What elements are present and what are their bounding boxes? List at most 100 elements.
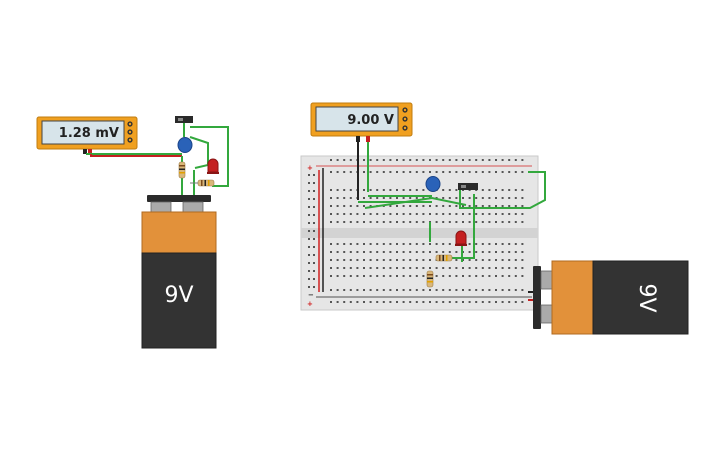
breadboard-hole[interactable] (521, 205, 524, 207)
breadboard-hole[interactable] (356, 251, 359, 253)
breadboard-hole[interactable] (349, 251, 352, 253)
breadboard-hole[interactable] (468, 213, 471, 215)
breadboard-hole[interactable] (389, 213, 392, 215)
breadboard-hole[interactable] (501, 221, 504, 223)
breadboard-hole[interactable] (475, 289, 478, 291)
breadboard-hole[interactable] (349, 259, 352, 261)
breadboard-hole[interactable] (521, 289, 524, 291)
breadboard-hole[interactable] (455, 251, 458, 253)
wire-icon[interactable] (90, 154, 182, 157)
breadboard-hole[interactable] (488, 197, 491, 199)
breadboard-hole[interactable] (475, 243, 478, 245)
breadboard-hole[interactable] (521, 275, 524, 277)
breadboard-hole[interactable] (435, 243, 438, 245)
breadboard-hole[interactable] (308, 222, 310, 224)
breadboard-hole[interactable] (514, 301, 517, 303)
breadboard-hole[interactable] (349, 159, 352, 161)
breadboard-hole[interactable] (363, 189, 365, 191)
breadboard-hole[interactable] (488, 289, 491, 291)
breadboard-hole[interactable] (415, 205, 418, 207)
breadboard-hole[interactable] (369, 243, 372, 245)
breadboard-hole[interactable] (343, 189, 346, 191)
breadboard-hole[interactable] (363, 251, 365, 253)
breadboard-hole[interactable] (455, 213, 458, 215)
breadboard-hole[interactable] (396, 221, 398, 223)
breadboard-hole[interactable] (396, 197, 398, 199)
breadboard-hole[interactable] (363, 213, 365, 215)
breadboard-hole[interactable] (481, 259, 484, 261)
breadboard-hole[interactable] (455, 197, 458, 199)
breadboard-hole[interactable] (415, 243, 418, 245)
breadboard-hole[interactable] (330, 289, 332, 291)
breadboard-hole[interactable] (488, 259, 491, 261)
breadboard-hole[interactable] (356, 221, 359, 223)
breadboard-hole[interactable] (435, 171, 438, 173)
breadboard-hole[interactable] (508, 197, 511, 199)
breadboard-hole[interactable] (308, 254, 310, 256)
breadboard-hole[interactable] (521, 259, 524, 261)
breadboard-hole[interactable] (402, 171, 405, 173)
breadboard-hole[interactable] (501, 275, 504, 277)
breadboard-hole[interactable] (442, 275, 445, 277)
breadboard-hole[interactable] (382, 221, 385, 223)
breadboard-hole[interactable] (514, 197, 517, 199)
breadboard-hole[interactable] (356, 275, 359, 277)
breadboard-hole[interactable] (389, 259, 392, 261)
led-2[interactable] (455, 230, 467, 246)
breadboard-hole[interactable] (448, 289, 451, 291)
breadboard-hole[interactable] (382, 243, 385, 245)
breadboard-hole[interactable] (308, 278, 310, 280)
breadboard-hole[interactable] (495, 221, 497, 223)
breadboard-hole[interactable] (369, 159, 372, 161)
breadboard-hole[interactable] (389, 197, 392, 199)
breadboard-hole[interactable] (442, 213, 445, 215)
breadboard-hole[interactable] (442, 267, 445, 269)
breadboard-hole[interactable] (462, 275, 464, 277)
breadboard-hole[interactable] (468, 159, 471, 161)
breadboard-hole[interactable] (402, 197, 405, 199)
breadboard-hole[interactable] (508, 275, 511, 277)
breadboard-hole[interactable] (495, 189, 497, 191)
breadboard-hole[interactable] (330, 259, 332, 261)
breadboard-hole[interactable] (409, 259, 412, 261)
breadboard-hole[interactable] (343, 213, 346, 215)
breadboard-hole[interactable] (376, 213, 379, 215)
breadboard-hole[interactable] (521, 189, 524, 191)
breadboard-hole[interactable] (330, 189, 332, 191)
breadboard-hole[interactable] (462, 213, 464, 215)
breadboard-hole[interactable] (514, 289, 517, 291)
breadboard-hole[interactable] (402, 159, 405, 161)
multimeter-1[interactable]: 1.28 mV (36, 116, 138, 154)
breadboard-hole[interactable] (435, 289, 438, 291)
wire-icon[interactable] (364, 196, 467, 209)
breadboard-hole[interactable] (415, 267, 418, 269)
breadboard-hole[interactable] (462, 205, 464, 207)
breadboard-hole[interactable] (409, 159, 412, 161)
breadboard-hole[interactable] (343, 243, 346, 245)
breadboard-hole[interactable] (330, 197, 332, 199)
breadboard-hole[interactable] (508, 205, 511, 207)
breadboard-hole[interactable] (308, 182, 310, 184)
breadboard-hole[interactable] (429, 259, 431, 261)
breadboard-hole[interactable] (501, 159, 504, 161)
breadboard-hole[interactable] (313, 286, 315, 288)
breadboard-hole[interactable] (415, 251, 418, 253)
breadboard-hole[interactable] (409, 221, 412, 223)
breadboard-hole[interactable] (488, 275, 491, 277)
breadboard-hole[interactable] (501, 301, 504, 303)
breadboard-hole[interactable] (330, 221, 332, 223)
breadboard-hole[interactable] (481, 171, 484, 173)
breadboard-hole[interactable] (313, 246, 315, 248)
breadboard-hole[interactable] (495, 301, 497, 303)
breadboard-hole[interactable] (429, 243, 431, 245)
breadboard-hole[interactable] (389, 301, 392, 303)
breadboard-hole[interactable] (475, 221, 478, 223)
breadboard-hole[interactable] (396, 267, 398, 269)
breadboard-hole[interactable] (376, 243, 379, 245)
breadboard-hole[interactable] (336, 259, 339, 261)
breadboard-hole[interactable] (495, 171, 497, 173)
breadboard-hole[interactable] (508, 301, 511, 303)
breadboard-hole[interactable] (308, 286, 310, 288)
breadboard-hole[interactable] (369, 251, 372, 253)
